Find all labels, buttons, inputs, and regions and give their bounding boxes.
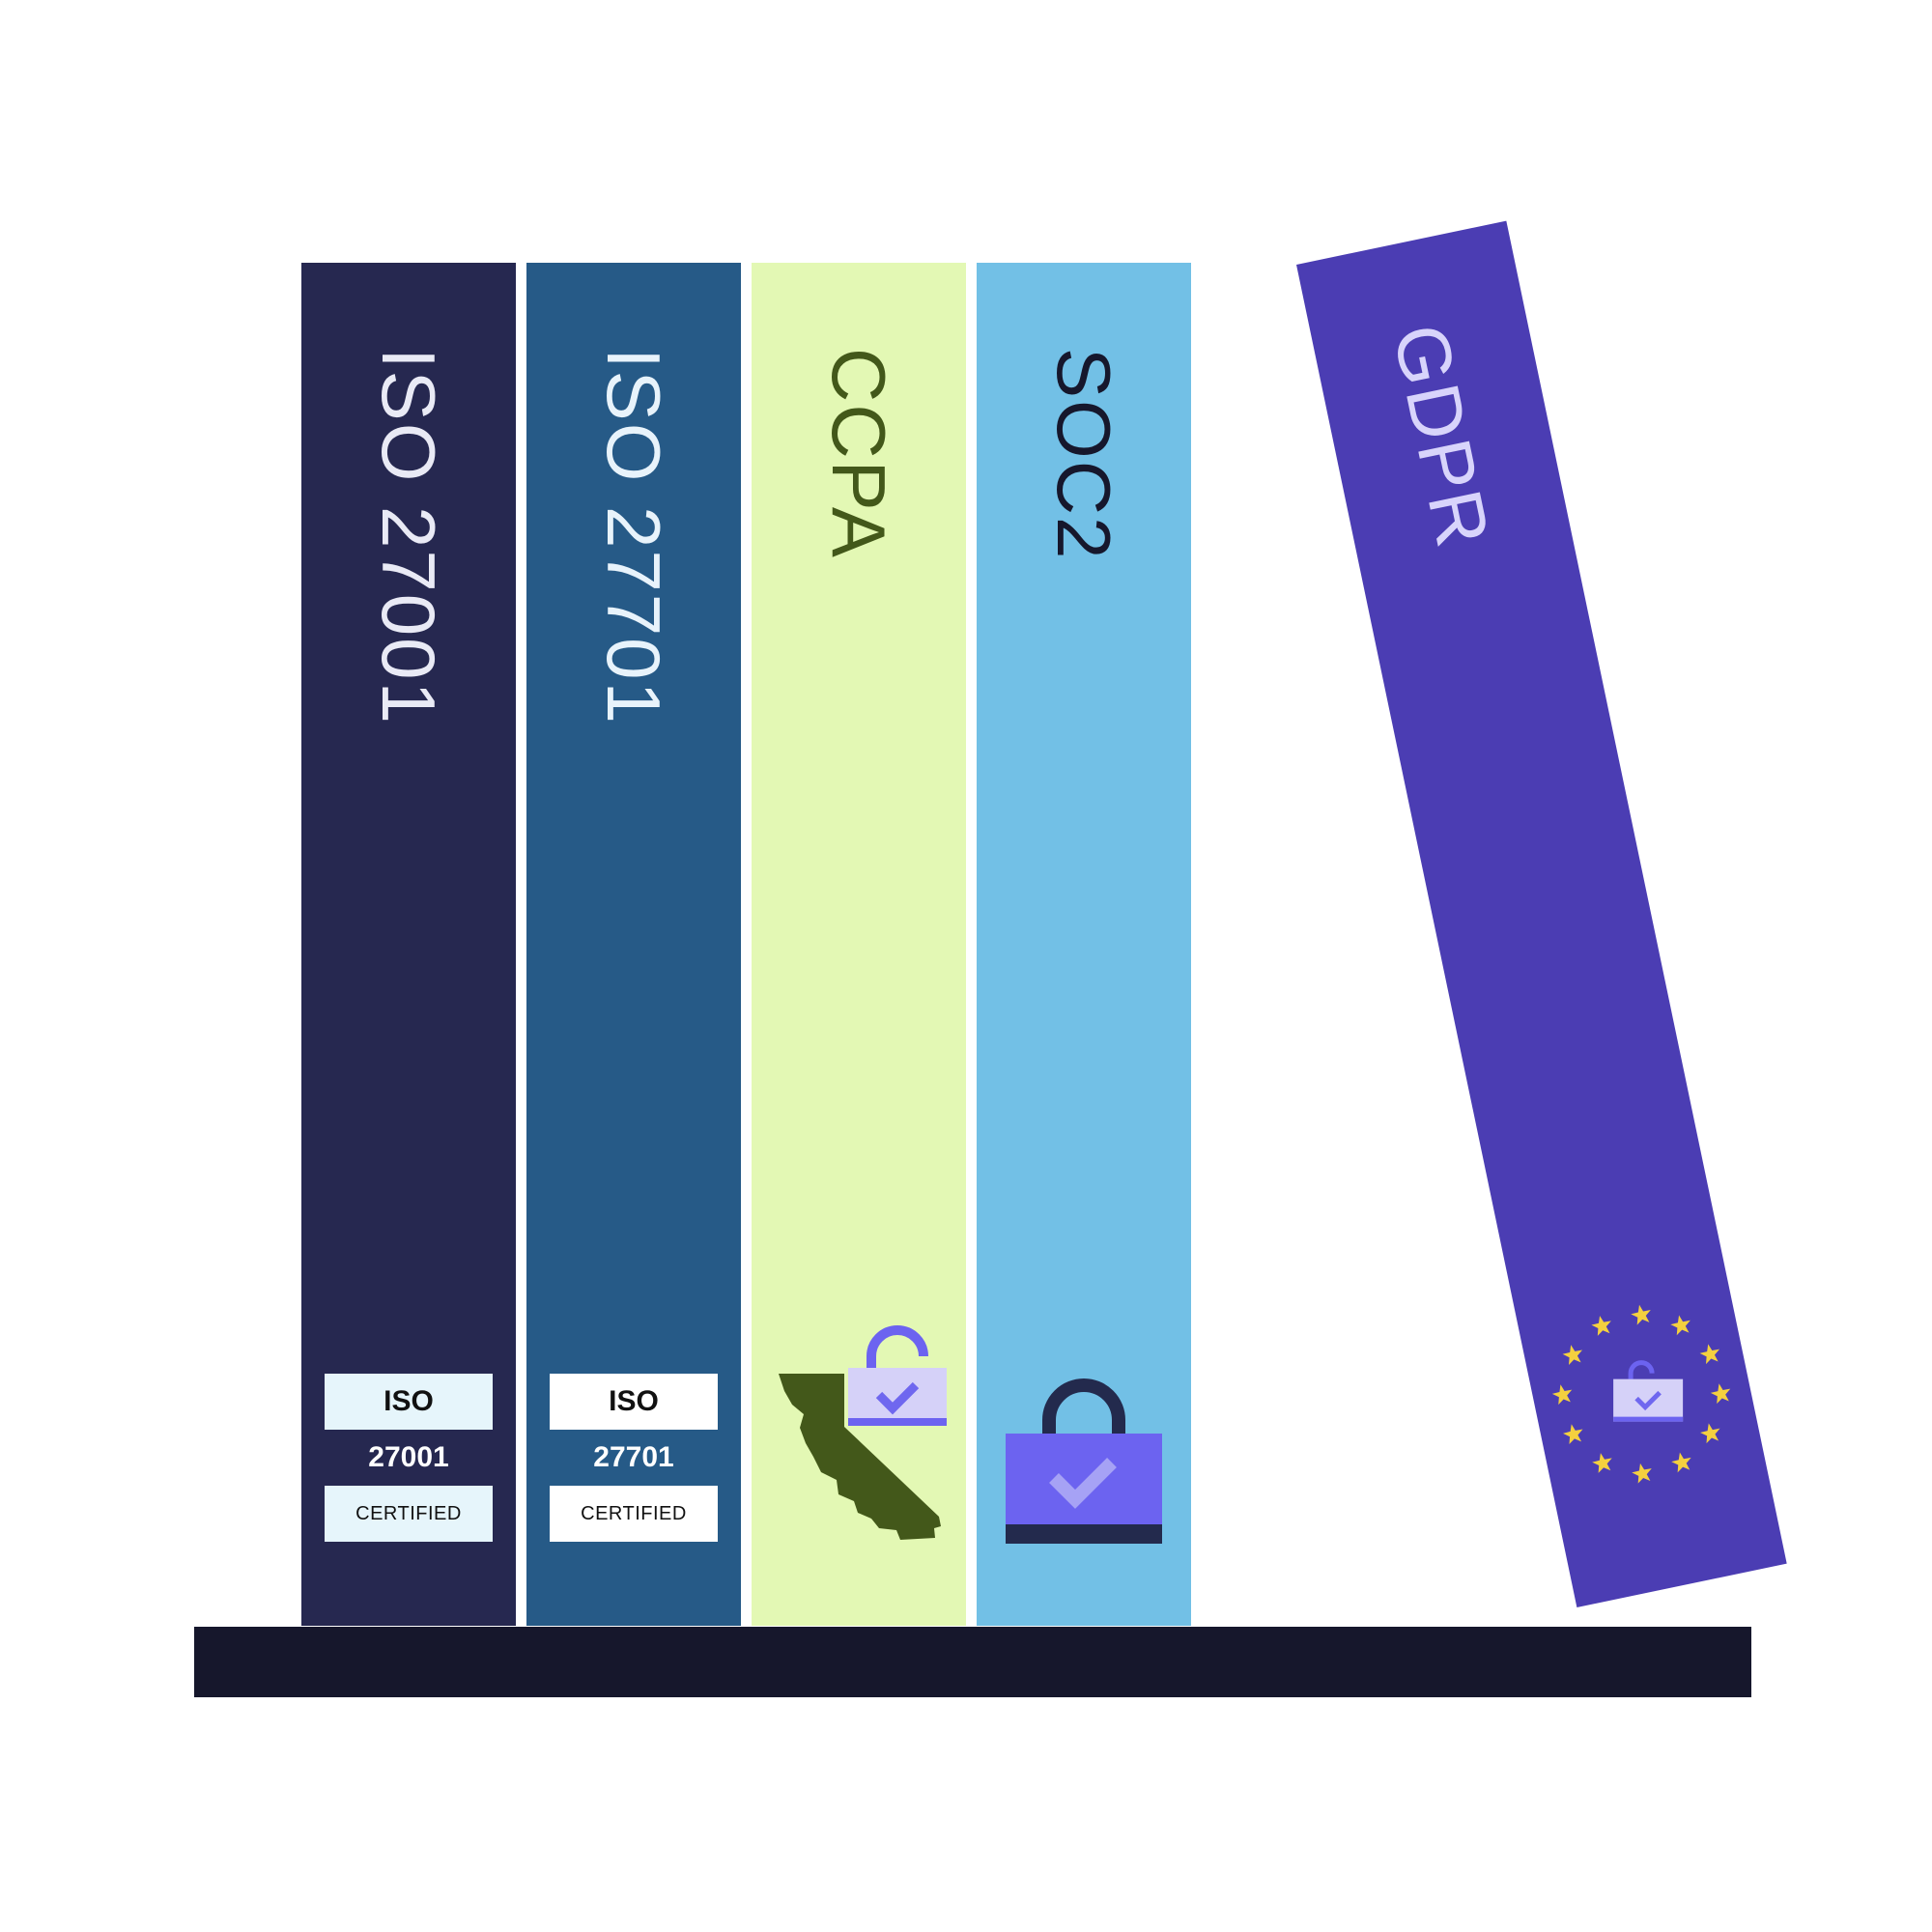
book-iso-27001[interactable]: ISO 27001 ISO 27001 CERTIFIED (301, 263, 516, 1626)
california-lock-icon (779, 1325, 947, 1540)
badge-number: 27001 (368, 1441, 449, 1473)
book-iso-27701[interactable]: ISO 27701 ISO 27701 CERTIFIED (526, 263, 741, 1626)
eu-star-icon (1563, 1424, 1583, 1445)
book-soc2[interactable]: SOC2 (977, 263, 1191, 1626)
lock-shackle (1042, 1378, 1125, 1435)
badge-top-label: ISO (325, 1374, 493, 1430)
eu-star-icon (1551, 1384, 1573, 1406)
book-ccpa[interactable]: CCPA (752, 263, 966, 1626)
eu-star-icon (1670, 1315, 1690, 1336)
book-title: SOC2 (1041, 348, 1126, 561)
badge-bottom-label: CERTIFIED (325, 1486, 493, 1542)
eu-star-icon (1632, 1463, 1652, 1484)
eu-star-icon (1671, 1452, 1691, 1473)
lock-base (848, 1418, 947, 1426)
eu-star-icon (1700, 1423, 1720, 1444)
eu-star-icon (1592, 1453, 1612, 1473)
lock-base (1613, 1416, 1684, 1422)
eu-star-icon (1562, 1345, 1583, 1366)
lock-shackle (1628, 1360, 1655, 1379)
eu-star-icon (1591, 1316, 1611, 1336)
eu-stars-ring (1551, 1304, 1731, 1484)
shelf (194, 1627, 1751, 1697)
book-title: ISO 27701 (591, 348, 676, 725)
badge-number: 27701 (593, 1441, 674, 1473)
iso-27001-certified-badge: ISO 27001 CERTIFIED (325, 1374, 493, 1542)
lock-base (1006, 1524, 1162, 1544)
book-gdpr[interactable]: GDPR (1296, 220, 1787, 1607)
lock-shackle (867, 1325, 928, 1368)
padlock-check-icon (1006, 1378, 1162, 1544)
badge-top-label: ISO (550, 1374, 718, 1430)
eu-star-icon (1631, 1304, 1651, 1325)
book-title: ISO 27001 (366, 348, 451, 725)
iso-27701-certified-badge: ISO 27701 CERTIFIED (550, 1374, 718, 1542)
california-shape-icon (779, 1374, 941, 1540)
eu-star-icon (1710, 1383, 1731, 1405)
eu-star-icon (1699, 1344, 1720, 1365)
badge-bottom-label: CERTIFIED (550, 1486, 718, 1542)
lock-check (875, 1381, 920, 1415)
lock-body (848, 1368, 947, 1426)
eu-stars-lock-icon (1551, 1304, 1731, 1484)
lock-check (1634, 1390, 1662, 1411)
lock-body (1613, 1378, 1684, 1422)
book-title: CCPA (816, 348, 901, 559)
lock-check (1049, 1458, 1117, 1509)
book-title: GDPR (1377, 317, 1507, 555)
